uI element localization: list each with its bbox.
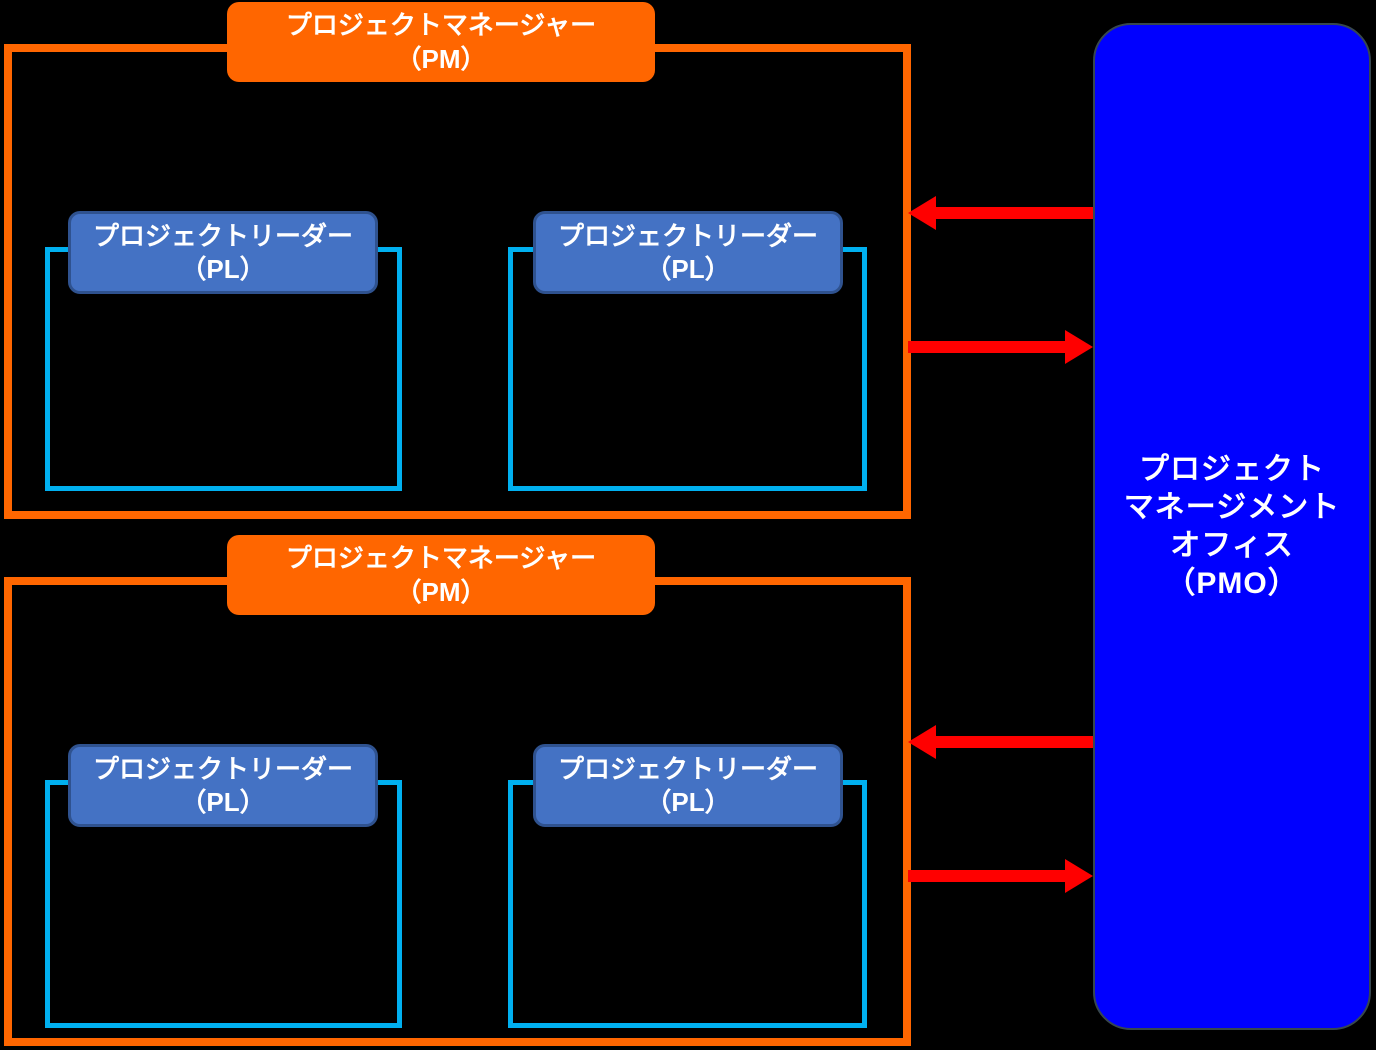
pl-label-line2: （PL）	[645, 253, 731, 284]
pm-box-1: プロジェクトマネージャー （PM）	[227, 2, 655, 82]
pmo-box: プロジェクト マネージメント オフィス （PMO）	[1093, 23, 1371, 1030]
pl-label-line1: プロジェクトリーダー	[557, 753, 818, 784]
pl-label-line2: （PL）	[645, 786, 731, 817]
pl-label-line2: （PL）	[180, 786, 266, 817]
pl-box-1a: プロジェクトリーダー （PL）	[68, 211, 378, 294]
arrow-shaft	[908, 870, 1065, 882]
pmo-label-line4: （PMO）	[1165, 566, 1299, 600]
arrowhead-right-icon	[1065, 330, 1093, 364]
arrow-pm1-to-pmo	[908, 330, 1093, 364]
pl-label-line1: プロジェクトリーダー	[92, 753, 353, 784]
pl-label-line1: プロジェクトリーダー	[557, 220, 818, 251]
pm-label-line1: プロジェクトマネージャー	[285, 543, 597, 573]
pl-box-2a: プロジェクトリーダー （PL）	[68, 744, 378, 827]
pmo-label: プロジェクト マネージメント オフィス （PMO）	[1124, 451, 1340, 603]
pm-label-line1: プロジェクトマネージャー	[285, 10, 597, 40]
arrow-shaft	[936, 736, 1093, 748]
pm-box-2: プロジェクトマネージャー （PM）	[227, 535, 655, 615]
pl-box-1b: プロジェクトリーダー （PL）	[533, 211, 843, 294]
arrow-shaft	[936, 207, 1093, 219]
pl-label-line2: （PL）	[180, 253, 266, 284]
arrowhead-right-icon	[1065, 859, 1093, 893]
arrowhead-left-icon	[908, 196, 936, 230]
arrow-pmo-to-pm1	[908, 196, 1093, 230]
pmo-label-line2: マネージメント	[1123, 490, 1341, 524]
pmo-label-line3: オフィス	[1170, 528, 1294, 562]
arrow-shaft	[908, 341, 1065, 353]
pmo-label-line1: プロジェクト	[1139, 452, 1325, 486]
pl-label-line1: プロジェクトリーダー	[92, 220, 353, 251]
pl-box-2b: プロジェクトリーダー （PL）	[533, 744, 843, 827]
arrow-pm2-to-pmo	[908, 859, 1093, 893]
arrow-pmo-to-pm2	[908, 725, 1093, 759]
pm-label-line2: （PM）	[395, 577, 487, 607]
pm-label-line2: （PM）	[395, 44, 487, 74]
arrowhead-left-icon	[908, 725, 936, 759]
